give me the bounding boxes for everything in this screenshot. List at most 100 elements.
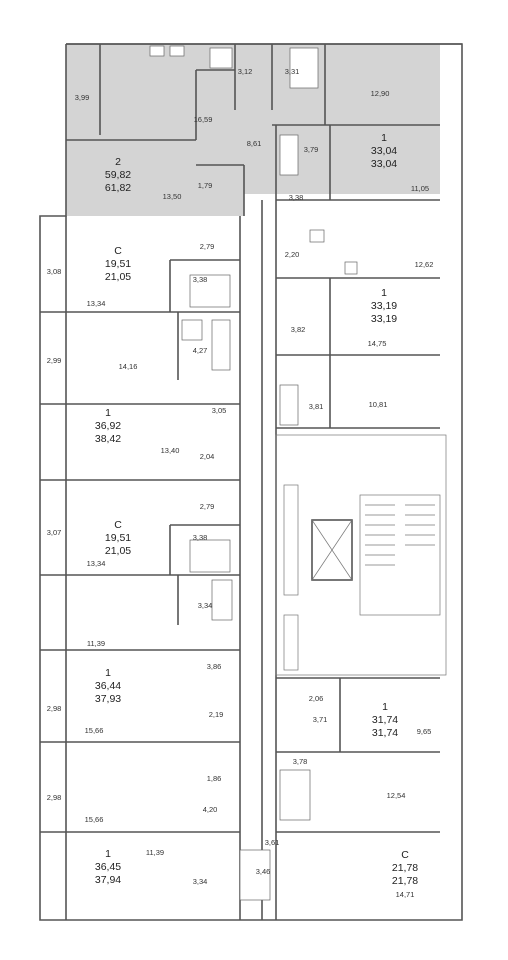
apartment-area-living: 59,82 [105,169,131,181]
room-area: 3,34 [198,601,213,610]
apartment-label: С 19,51 21,05 [105,519,131,557]
room-area: 3,38 [289,193,304,202]
apartment-area-total: 37,93 [95,693,121,705]
apartment-type: 2 [115,156,121,168]
stairwell [359,494,441,616]
apartment-area-total: 21,78 [392,875,418,887]
apartment-label: С 19,51 21,05 [105,245,131,283]
apartment-type: 1 [381,287,387,299]
room-area: 12,62 [415,260,434,269]
highlighted-apartment [66,44,440,216]
apartment-area-total: 31,74 [372,727,398,739]
apartment-area-total: 33,04 [371,158,397,170]
room-area: 2,98 [47,704,62,713]
room-area: 3,07 [47,528,62,537]
room-area: 3,05 [212,406,227,415]
apartment-label: С 21,78 21,78 [392,849,418,887]
room-area: 3,86 [207,662,222,671]
apartment-type: 1 [381,132,387,144]
corridor [261,200,277,920]
elevator-shaft [311,519,353,581]
room-area: 2,04 [200,452,215,461]
room-area: 4,20 [203,805,218,814]
elevator-core [275,434,447,676]
room-area: 3,81 [309,402,324,411]
apartment-area-total: 37,94 [95,874,121,886]
right-apartment-walls [275,125,440,429]
room-area: 2,20 [285,250,300,259]
room-area: 3,31 [285,67,300,76]
room-area: 2,06 [309,694,324,703]
room-area: 12,54 [387,791,406,800]
room-area-labels: 3,99 16,59 3,12 3,31 12,90 8,61 13,50 1,… [47,67,434,899]
apartment-area-total: 61,82 [105,182,131,194]
apartment-area-living: 31,74 [372,714,398,726]
room-area: 14,71 [396,890,415,899]
room-area: 3,71 [313,715,328,724]
room-area: 12,90 [371,89,390,98]
apartment-label: 1 36,45 37,94 [95,848,121,886]
room-area: 16,59 [194,115,213,124]
apartment-area-living: 33,04 [371,145,397,157]
apartment-area-living: 19,51 [105,532,131,544]
apartment-area-living: 19,51 [105,258,131,270]
left-apartment-walls [40,216,241,920]
apartment-area-total: 33,19 [371,313,397,325]
apartment-area-living: 36,44 [95,680,121,692]
apartment-type: 1 [105,848,111,860]
apartment-area-living: 36,92 [95,420,121,432]
apartment-label: 1 36,92 38,42 [95,407,121,445]
room-area: 15,66 [85,815,104,824]
room-area: 11,05 [411,184,429,193]
room-area: 13,34 [87,559,106,568]
room-area: 13,34 [87,299,106,308]
apartment-area-living: 36,45 [95,861,121,873]
apartment-label: 1 33,19 33,19 [371,287,397,325]
room-area: 1,86 [207,774,222,783]
room-area: 2,19 [209,710,224,719]
apartment-area-living: 21,78 [392,862,418,874]
apartment-area-total: 38,42 [95,433,121,445]
room-area: 3,78 [293,757,308,766]
apartment-type: 1 [105,407,111,419]
room-area: 10,81 [369,400,388,409]
room-area: 3,12 [238,67,253,76]
room-area: 3,46 [256,867,271,876]
room-area: 3,38 [193,275,208,284]
room-area: 3,38 [193,533,208,542]
room-area: 4,27 [193,346,208,355]
apartment-type: С [114,245,122,257]
room-area: 14,75 [368,339,387,348]
apartment-area-total: 21,05 [105,545,131,557]
bottom-right-walls [239,677,440,901]
apartment-type: 1 [105,667,111,679]
apartment-label: 1 31,74 31,74 [372,701,398,739]
apartment-type: С [401,849,409,861]
apartment-type: С [114,519,122,531]
room-area: 3,34 [193,877,208,886]
room-area: 13,40 [161,446,180,455]
apartment-labels: 2 59,82 61,82 1 33,04 33,04 1 33,19 33,1… [95,132,418,887]
room-area: 3,61 [265,838,280,847]
room-area: 3,79 [304,145,319,154]
room-area: 2,98 [47,793,62,802]
room-area: 2,99 [47,356,62,365]
room-area: 3,08 [47,267,62,276]
room-area: 2,79 [200,242,215,251]
top-apartment-walls [66,44,440,216]
room-area: 3,99 [75,93,90,102]
room-area: 1,79 [198,181,213,190]
apartment-label: 2 59,82 61,82 [105,156,131,194]
room-area: 11,39 [87,639,105,648]
apartment-highlight-lower [66,140,244,216]
room-area: 2,79 [200,502,215,511]
room-area: 11,39 [146,848,164,857]
room-area: 14,16 [119,362,138,371]
room-area: 9,65 [417,727,432,736]
apartment-type: 1 [382,701,388,713]
apartment-area-living: 33,19 [371,300,397,312]
room-area: 15,66 [85,726,104,735]
room-area: 8,61 [247,139,262,148]
apartment-label: 1 33,04 33,04 [371,132,397,170]
apartment-label: 1 36,44 37,93 [95,667,121,705]
